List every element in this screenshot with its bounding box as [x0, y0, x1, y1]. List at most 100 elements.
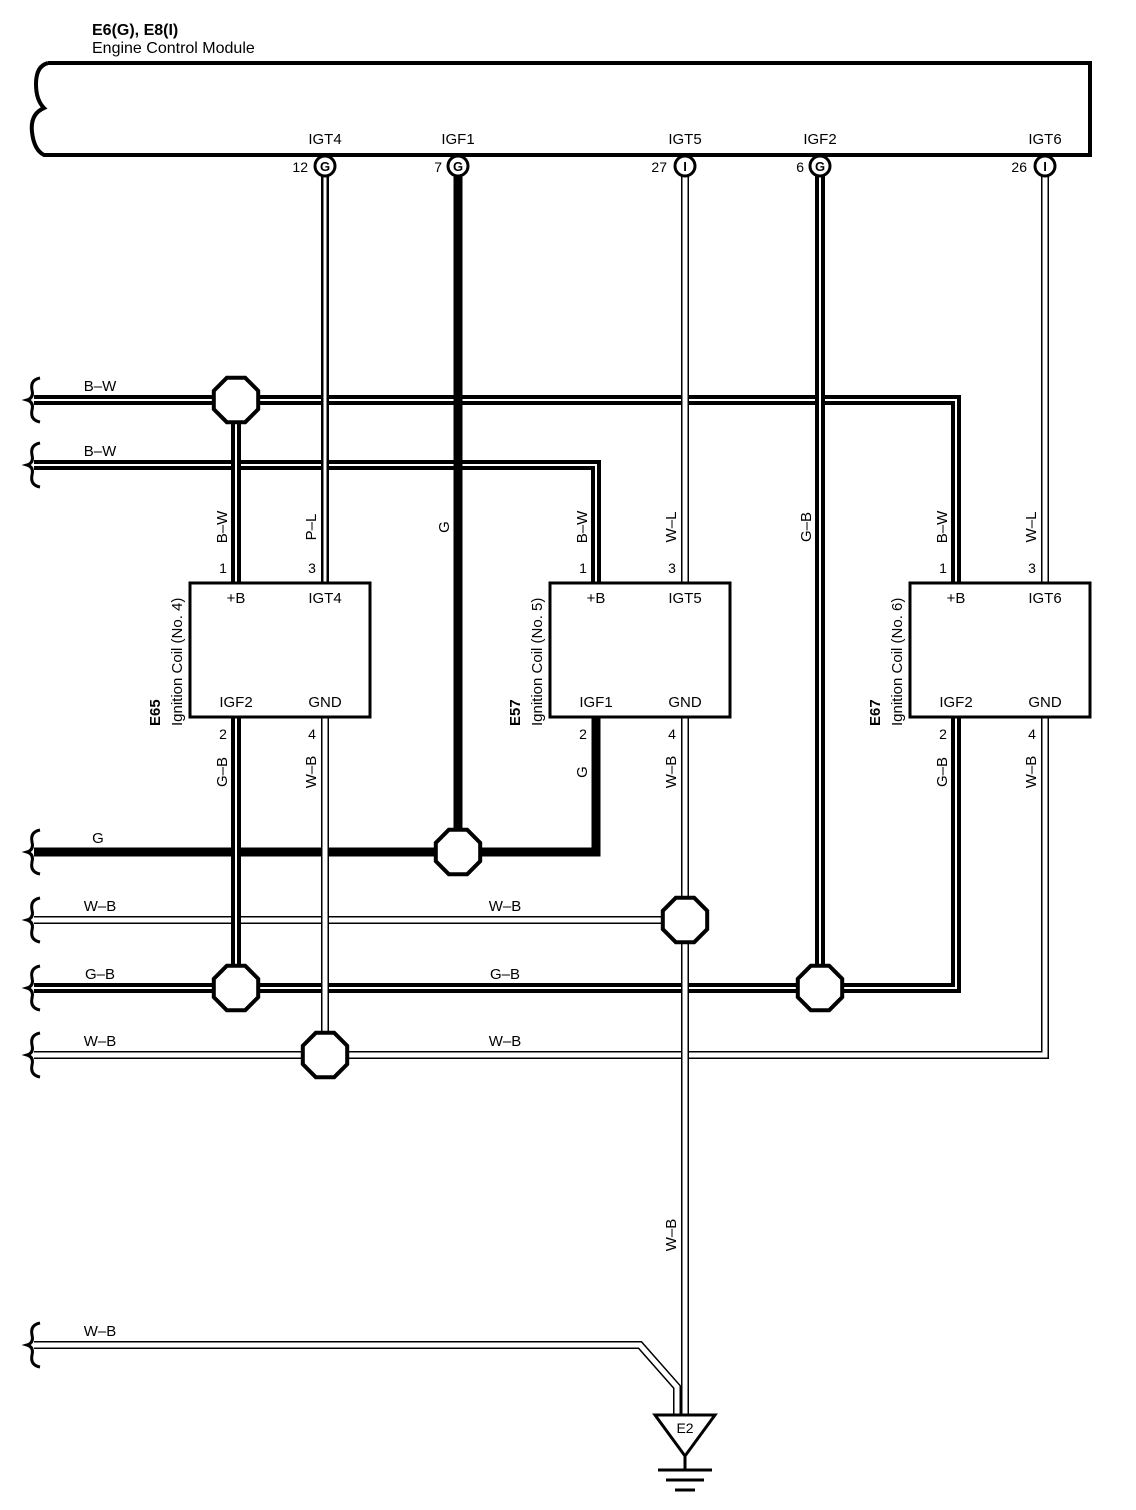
pin-number: 27 [651, 159, 667, 175]
wire-color-label: W–L [663, 512, 680, 543]
terminal-pin-number: 4 [308, 726, 316, 742]
pin-number: 26 [1011, 159, 1027, 175]
terminal-pin-number: 3 [1028, 560, 1036, 576]
harness-g-b-wire [34, 717, 961, 993]
terminal-pin-number: 2 [579, 726, 587, 742]
wire-break-mark [21, 896, 41, 944]
connector-letter: G [320, 159, 330, 174]
connector-letter: I [1043, 159, 1047, 174]
ignition-coil-box [908, 581, 1092, 719]
harness-b-w-wire-lower [34, 460, 601, 583]
ignition-coil-e67: E67 Ignition Coil (No. 6) +B IGT6 IGF2 G… [867, 510, 1092, 789]
terminal-pin-number: 4 [668, 726, 676, 742]
terminal-label: IGT4 [308, 590, 341, 607]
harness-labels: B–W B–W G W–B W–B G–B G–B W–B W–B W–B [84, 378, 522, 1340]
wire-color-label: B–W [934, 510, 951, 543]
terminal-label: IGF2 [219, 694, 252, 711]
harness-wire-label: B–W [84, 443, 117, 460]
splice-junction [660, 895, 710, 945]
splice-junction [300, 1030, 350, 1080]
terminal-label: GND [668, 694, 702, 711]
terminal-label: GND [308, 694, 342, 711]
wire-break-mark [21, 828, 41, 876]
coil-name: Ignition Coil (No. 4) [169, 598, 186, 726]
ecm-pin-igt6: IGT6 I 26 [1011, 131, 1062, 178]
harness-break-marks [21, 376, 41, 1369]
harness-wire-label: W–B [84, 1323, 117, 1340]
harness-b-w-wire-lower-stripe [34, 464, 597, 583]
connector-pin-circle [313, 154, 337, 178]
ground-symbol-icon [658, 1456, 712, 1492]
terminal-label: IGF2 [939, 694, 972, 711]
ecm-pin-igt5: IGT5 I 27 [651, 131, 702, 178]
ground-point-e2: W–B E2 [652, 1219, 718, 1492]
harness-wire-label: W–B [489, 898, 522, 915]
terminal-label: IGF1 [579, 694, 612, 711]
wire-break-mark [21, 441, 41, 489]
igf2-wire-color-label: G–B [798, 512, 815, 542]
pin-signal-label: IGT4 [308, 131, 341, 148]
terminal-pin-number: 1 [579, 560, 587, 576]
harness-g-wire-line [34, 717, 601, 857]
terminal-pin-number: 2 [219, 726, 227, 742]
connector-letter: I [683, 159, 687, 174]
splice-junction [211, 963, 261, 1013]
terminal-label: +B [947, 590, 966, 607]
wire-color-label: B–W [574, 510, 591, 543]
pin-signal-label: IGF2 [803, 131, 836, 148]
harness-b-w-wire-upper [34, 395, 961, 583]
harness-wire-label: W–B [84, 898, 117, 915]
wire-color-label: W–L [1023, 512, 1040, 543]
ignition-coil-e57: E57 Ignition Coil (No. 5) +B IGT5 IGF1 G… [507, 510, 732, 788]
wire-color-label: B–W [214, 510, 231, 543]
splice-junction [433, 827, 483, 877]
connector-pin-circle [673, 154, 697, 178]
wire-color-label: W–B [1023, 756, 1040, 789]
terminal-pin-number: 3 [668, 560, 676, 576]
connector-pin-circle [446, 154, 470, 178]
connector-letter: G [815, 159, 825, 174]
harness-wire-label: G–B [85, 966, 115, 983]
terminal-label: +B [227, 590, 246, 607]
pin-number: 7 [434, 159, 442, 175]
coil-name: Ignition Coil (No. 6) [889, 598, 906, 726]
ground-label: E2 [676, 1420, 693, 1436]
harness-wire-label: G [92, 830, 104, 847]
terminal-pin-number: 1 [219, 560, 227, 576]
harness-g-b-wire-stripe [34, 717, 957, 989]
ground-triangle [652, 1413, 718, 1459]
harness-b-w-wire-upper-stripe [34, 399, 957, 583]
wires [34, 176, 1049, 1415]
harness-w-b-wire-ground-stripe [34, 1342, 680, 1415]
wire-color-label: W–B [303, 756, 320, 789]
connector-pin-circle [1033, 154, 1057, 178]
igf1-wire-color-label: G [436, 521, 453, 533]
engine-control-module: E6(G), E8(I) Engine Control Module IGT4 … [29, 22, 1092, 178]
ignition-coil-box [188, 581, 372, 719]
splice-junctions [211, 375, 845, 1080]
wire-color-label: G–B [934, 757, 951, 787]
wire-break-mark [21, 1031, 41, 1079]
harness-w-b-wire-ground [34, 1341, 681, 1415]
ignition-coil-e65: E65 Ignition Coil (No. 4) +B IGT4 IGF2 G… [147, 510, 372, 789]
harness-w-b-wire-middle [34, 717, 1049, 1059]
terminal-label: IGT6 [1028, 590, 1061, 607]
coil-connector-id: E65 [147, 699, 164, 726]
pin-number: 12 [292, 159, 308, 175]
harness-wire-label: G–B [490, 966, 520, 983]
splice-junction [795, 963, 845, 1013]
wire-break-mark [21, 376, 41, 424]
harness-wire-label: W–B [489, 1033, 522, 1050]
ecm-pin-igt4: IGT4 G 12 [292, 131, 342, 178]
connector-letter: G [453, 159, 463, 174]
terminal-pin-number: 3 [308, 560, 316, 576]
ecm-pin-igf1: IGF1 G 7 [434, 131, 475, 178]
pin-signal-label: IGT5 [668, 131, 701, 148]
ground-wire-color-label: W–B [663, 1219, 680, 1252]
wire-color-label: G–B [214, 757, 231, 787]
wire-color-label: P–L [303, 514, 320, 541]
splice-junction [211, 375, 261, 425]
coil-name: Ignition Coil (No. 5) [529, 598, 546, 726]
